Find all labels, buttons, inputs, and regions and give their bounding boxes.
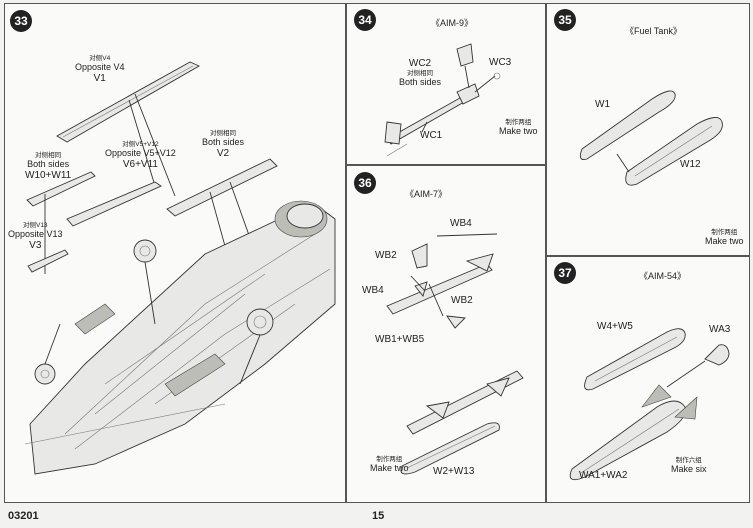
label-make-six: 制作六组 Make six [671, 457, 707, 475]
aircraft-drawing [24, 61, 336, 475]
label-wc1: WC1 [420, 130, 443, 141]
aim54-drawing [569, 328, 730, 481]
label-wb2-right: WB2 [451, 295, 473, 306]
catalog-number: 03201 [8, 510, 39, 522]
part-w4 [584, 328, 686, 391]
step-33-panel: 33 [4, 3, 346, 503]
label-w10: 对侧相同 Both sides W10+W11 [25, 152, 72, 181]
label-make-two-36: 制作两组 Make two [370, 456, 409, 474]
part-w1 [579, 90, 676, 160]
label-wa3: WA3 [709, 324, 731, 335]
label-wa1: WA1+WA2 [579, 470, 628, 481]
fuselage [29, 203, 336, 475]
part-wa1 [569, 400, 687, 481]
part-w10 [26, 171, 96, 207]
part-v6 [66, 181, 162, 227]
step-34-number: 34 [354, 9, 376, 31]
part-w12 [625, 117, 723, 186]
label-v3: 对侧V13 Opposite V13 V3 [8, 222, 63, 251]
step-35-panel: 35 《Fuel Tank》 W1 W12 制作两组 Make two [546, 3, 750, 256]
label-wb2-left: WB2 [375, 250, 397, 261]
step-37-title: 《AIM-54》 [639, 271, 687, 281]
page-number: 15 [372, 510, 385, 522]
step-34-panel: 34 《AIM-9》 WC2 对侧相同 Both sides WC3 WC1 制… [346, 3, 546, 165]
step-36-number: 36 [354, 172, 376, 194]
label-v6: 对侧V5+V12 Opposite V5+V12 V6+V11 [105, 141, 176, 170]
step-37-number: 37 [554, 262, 576, 284]
part-v3 [27, 249, 69, 273]
label-wc3: WC3 [489, 57, 512, 68]
step-37-panel: 37 《AIM-54》 W4+W5 WA3 WA1+WA2 制作六组 Make … [546, 256, 750, 503]
label-w4: W4+W5 [597, 321, 633, 332]
label-wb4-left: WB4 [362, 285, 384, 296]
step-36-title: 《AIM-7》 [405, 189, 448, 199]
label-v1: 对侧V4 Opposite V4 V1 [75, 55, 125, 84]
label-w1: W1 [595, 99, 610, 110]
part-wa3 [704, 344, 730, 366]
label-wb4-top: WB4 [450, 218, 472, 229]
label-make-two-34: 制作两组 Make two [499, 119, 538, 137]
label-w2: W2+W13 [433, 466, 475, 477]
step-33-number: 33 [10, 10, 32, 32]
aim9-drawing [384, 43, 501, 157]
fuel-tank-drawing [579, 90, 723, 186]
step-36-panel: 36 《AIM-7》 WB4 WB2 WB4 WB2 WB1+WB5 制作两组 … [346, 165, 546, 503]
step-34-title: 《AIM-9》 [431, 18, 474, 28]
part-v2 [166, 158, 278, 217]
aim7-drawing [386, 233, 524, 475]
step-35-number: 35 [554, 9, 576, 31]
step-35-title: 《Fuel Tank》 [625, 26, 682, 36]
label-wc2: WC2 对侧相同 Both sides [399, 58, 442, 87]
label-v2: 对侧相同 Both sides V2 [202, 130, 245, 159]
label-make-two-35: 制作两组 Make two [705, 229, 744, 247]
label-w12: W12 [680, 159, 701, 170]
label-wb1: WB1+WB5 [375, 334, 425, 345]
